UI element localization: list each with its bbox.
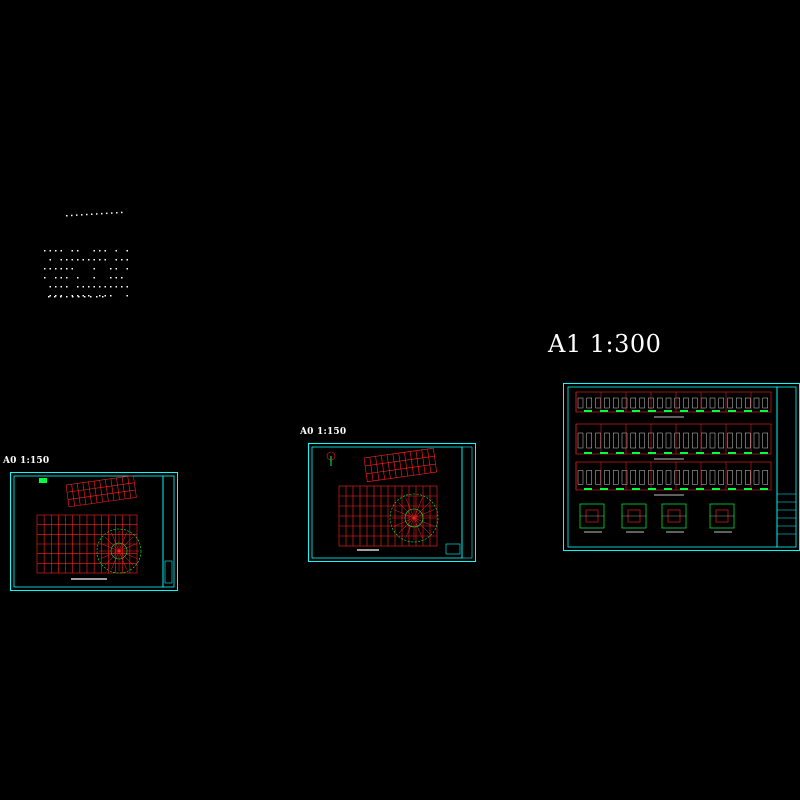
- sheet1-plan: [11, 473, 177, 590]
- drawing-sheet-1[interactable]: [10, 472, 178, 591]
- sheet2-plan: [309, 444, 475, 561]
- sheet3-scale-label: A1 1:300: [548, 330, 661, 358]
- drawing-sheet-3[interactable]: [563, 383, 800, 551]
- sheet2-scale-label: A0 1:150: [300, 427, 346, 437]
- sheet3-elevations: [564, 384, 799, 550]
- drawing-sheet-2[interactable]: [308, 443, 476, 562]
- sheet1-scale-label: A0 1:150: [3, 456, 49, 466]
